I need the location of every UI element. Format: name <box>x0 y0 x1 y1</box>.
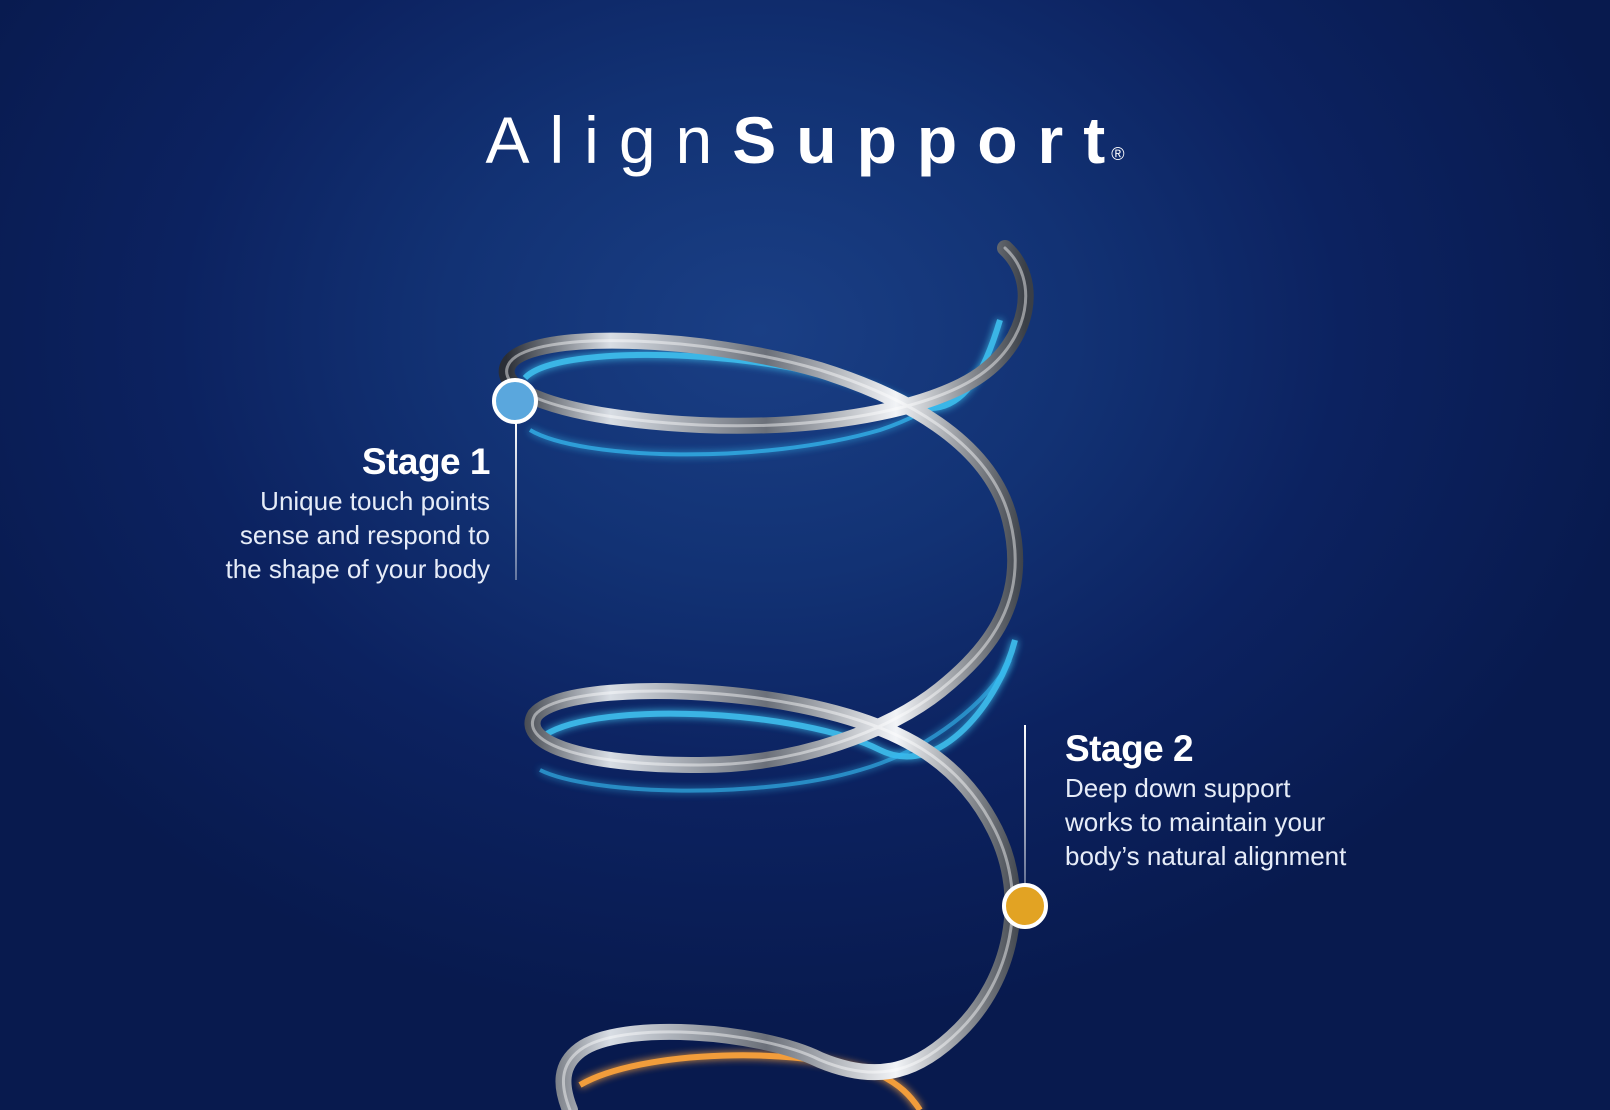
coil-glow-middle <box>543 639 1018 760</box>
stage2-callout: Stage 2 Deep down support works to maint… <box>1065 727 1425 873</box>
stage2-line: Deep down support <box>1065 773 1291 803</box>
brand-name-light: Align <box>485 103 733 177</box>
registered-mark: ® <box>1111 144 1125 164</box>
stage1-description: Unique touch points sense and respond to… <box>170 484 490 586</box>
spring-tube-highlight <box>505 246 1028 1110</box>
stage1-title: Stage 1 <box>361 441 491 482</box>
brand-logo: AlignSupport® <box>0 100 1610 180</box>
stage1-marker-line <box>515 420 517 580</box>
stage2-marker-dot <box>1002 883 1048 929</box>
stage1-marker-dot <box>492 378 538 424</box>
stage1-line: Unique touch points <box>260 486 490 516</box>
stage1-line: sense and respond to <box>239 520 490 550</box>
stage2-marker-line <box>1024 725 1026 890</box>
brand-name-bold: Support <box>732 103 1126 177</box>
stage1-line: the shape of your body <box>225 554 490 584</box>
stage2-description: Deep down support works to maintain your… <box>1065 771 1425 873</box>
stage2-line: works to maintain your <box>1065 807 1326 837</box>
coil-glow-middle-lower <box>539 659 1012 793</box>
spring-tube <box>498 240 1034 1110</box>
coil-glow-bottom <box>578 1052 923 1110</box>
stage2-title: Stage 2 <box>1065 728 1194 769</box>
stage1-callout: Stage 1 Unique touch points sense and re… <box>150 440 490 586</box>
stage2-line: body’s natural alignment <box>1065 841 1347 871</box>
